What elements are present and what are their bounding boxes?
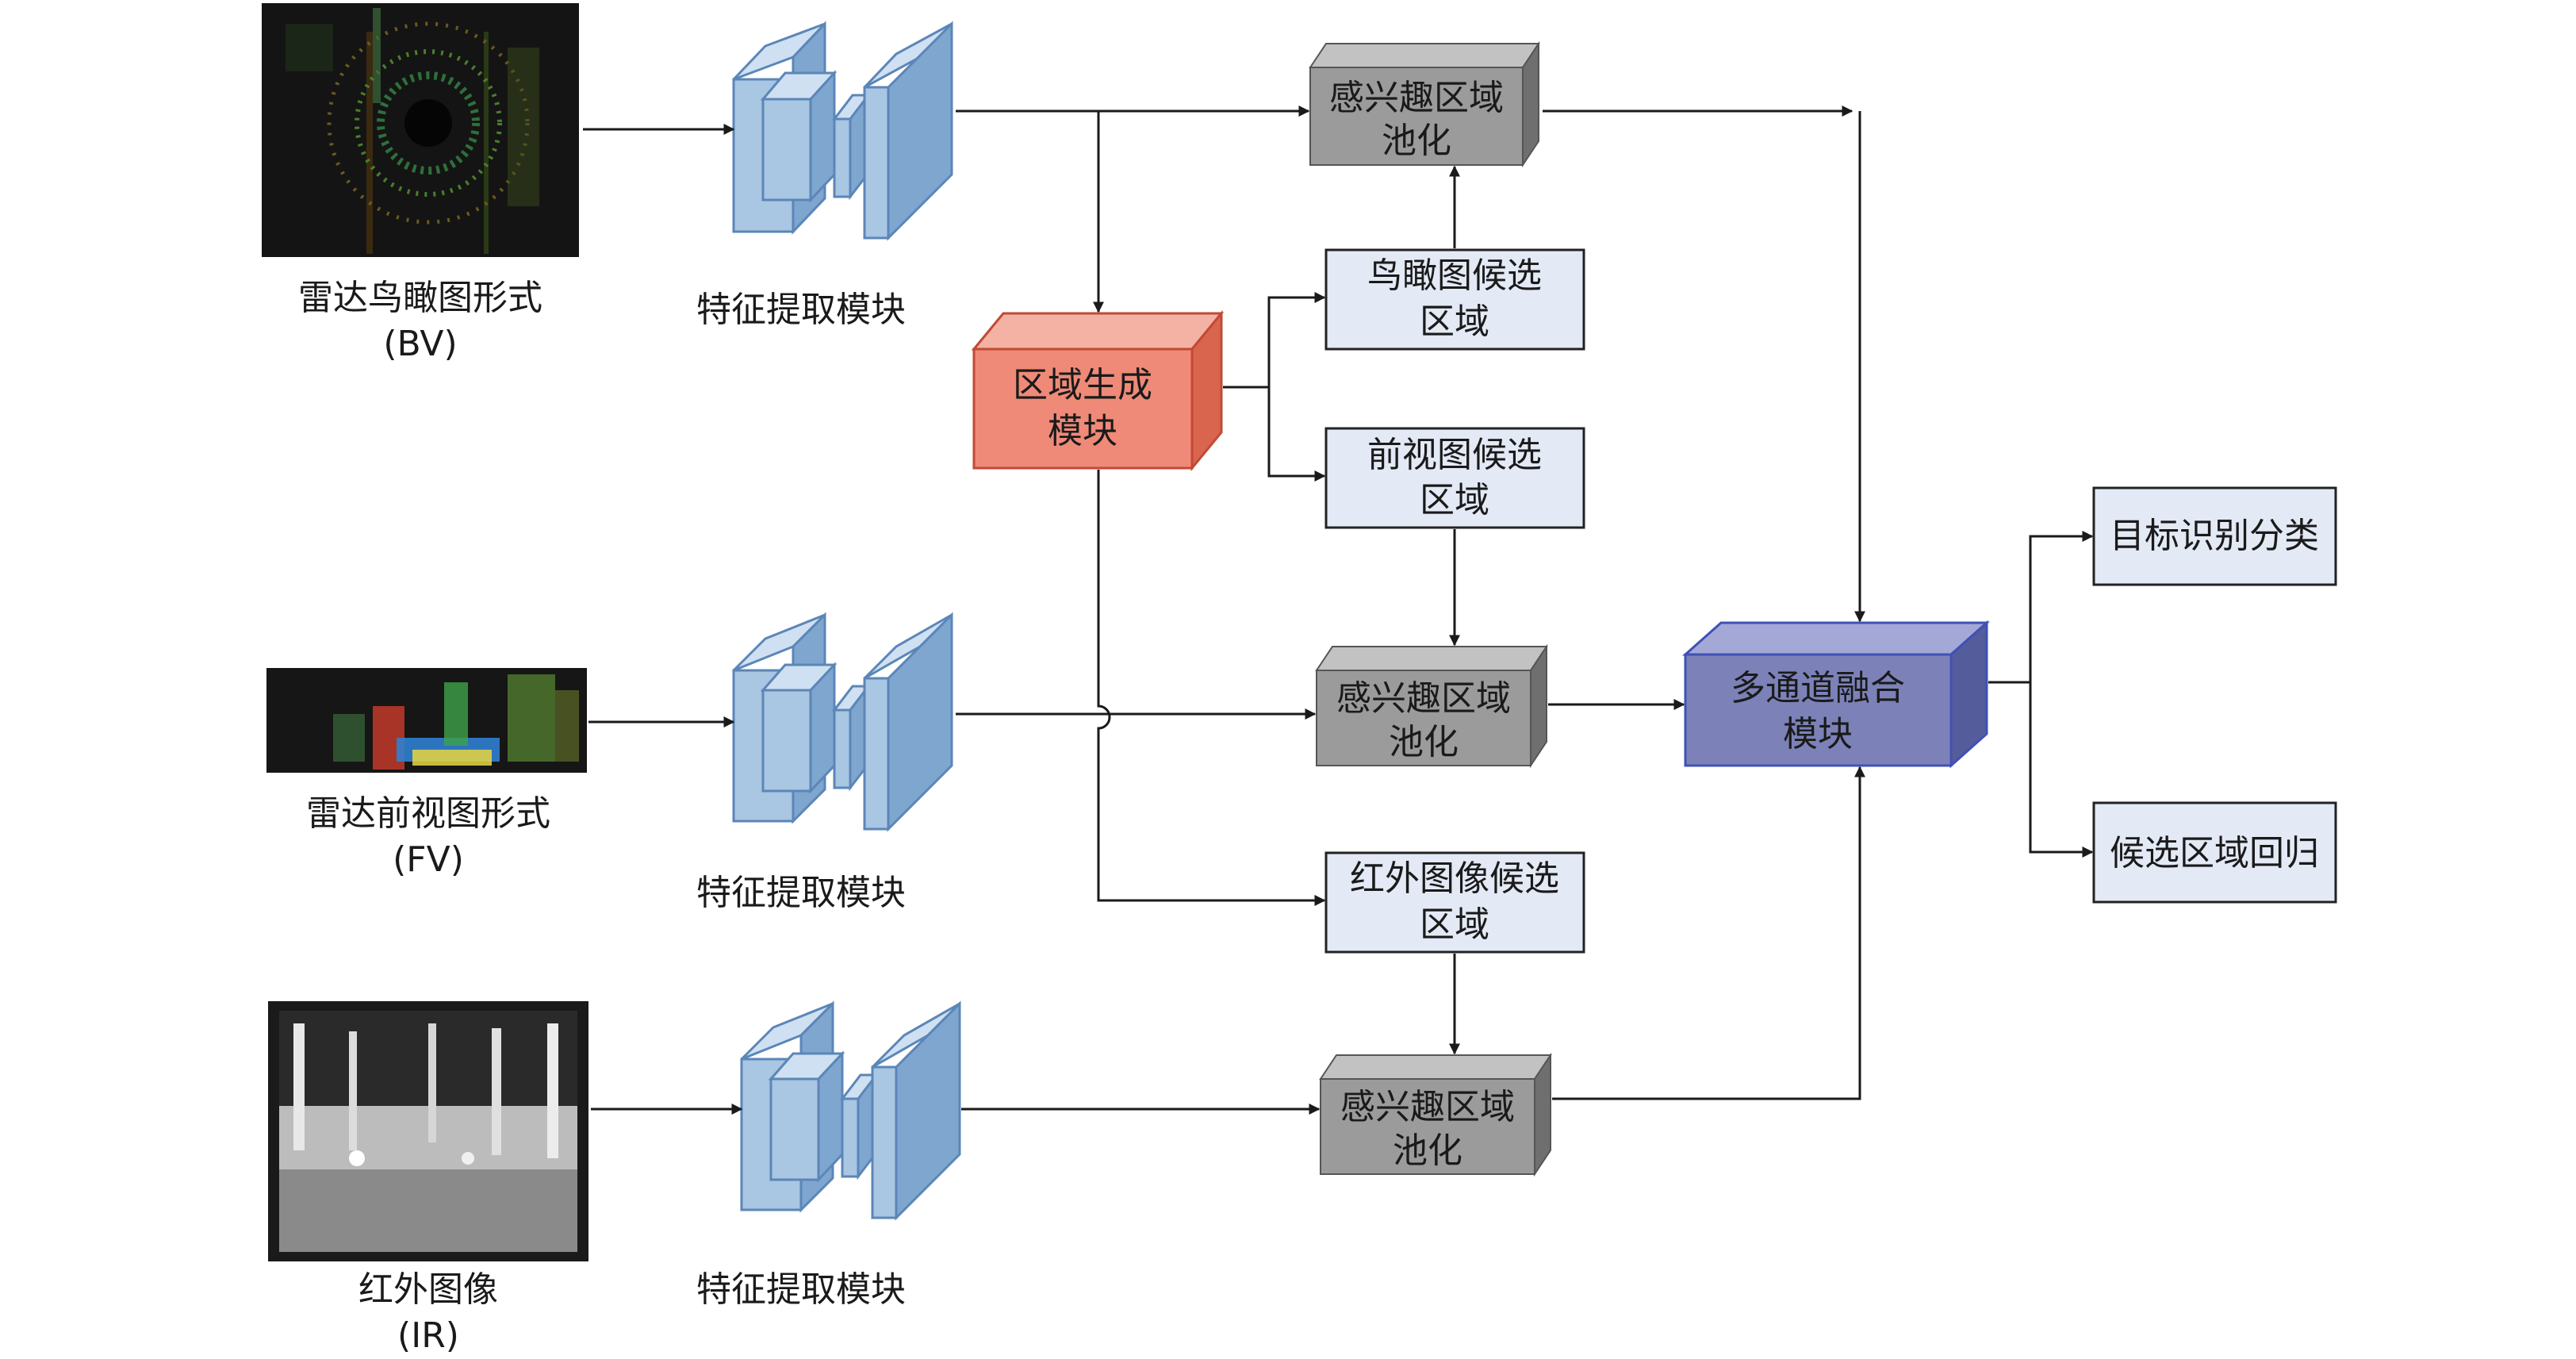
multichannel-fusion-module	[1682, 620, 1990, 769]
connectors	[583, 106, 2094, 1115]
bv-candidate-line2: 区域	[1420, 301, 1489, 342]
fv-feature-extraction-module	[732, 612, 953, 832]
ir-roi-line1: 感兴趣区域	[1340, 1087, 1515, 1127]
fv-candidate-line2: 区域	[1420, 480, 1489, 520]
regression-output-label: 候选区域回归	[2110, 833, 2319, 873]
ir-feature-extraction-module	[740, 1000, 961, 1221]
regression-output-box	[2092, 801, 2337, 904]
classification-output-box	[2092, 486, 2337, 586]
bv-feature-extraction-module	[732, 21, 953, 241]
fv-roi-line2: 池化	[1389, 722, 1459, 762]
bv-input-sub: (BV)	[383, 324, 457, 364]
region-gen-line1: 区域生成	[1013, 365, 1152, 405]
fusion-line2: 模块	[1783, 714, 1853, 754]
fv-candidate-line1: 前视图候选	[1367, 435, 1542, 475]
fv-roi-line1: 感兴趣区域	[1336, 678, 1511, 719]
fv-candidate-box	[1324, 427, 1585, 529]
region-gen-line2: 模块	[1048, 411, 1117, 451]
bv-candidate-box	[1324, 248, 1585, 351]
fusion-line1: 多通道融合	[1731, 668, 1905, 708]
bv-roi-pooling-box	[1309, 40, 1540, 168]
fv-feature-module-label: 特征提取模块	[696, 873, 906, 913]
ir-roi-line2: 池化	[1393, 1131, 1462, 1171]
fv-input-sub: (FV)	[393, 839, 464, 880]
ir-input-sub: (IR)	[397, 1315, 459, 1356]
fv-input-image	[266, 668, 587, 773]
ir-input-label: 红外图像	[358, 1269, 498, 1310]
bv-roi-line1: 感兴趣区域	[1329, 78, 1504, 118]
bv-candidate-line1: 鸟瞰图候选	[1367, 255, 1542, 296]
bv-roi-line2: 池化	[1382, 121, 1451, 161]
ir-input-image	[268, 1001, 588, 1261]
bv-input-label: 雷达鸟瞰图形式	[298, 278, 542, 318]
fv-input-label: 雷达前视图形式	[306, 793, 550, 834]
ir-candidate-line2: 区域	[1420, 904, 1489, 945]
bv-feature-module-label: 特征提取模块	[696, 290, 906, 330]
ir-candidate-box	[1324, 851, 1585, 954]
ir-roi-pooling-box	[1319, 1052, 1552, 1177]
fv-roi-pooling-box	[1315, 643, 1548, 769]
ir-candidate-line1: 红外图像候选	[1350, 858, 1559, 899]
ir-feature-module-label: 特征提取模块	[696, 1269, 906, 1310]
classification-output-label: 目标识别分类	[2110, 516, 2319, 556]
region-generation-module	[971, 309, 1225, 472]
bv-input-image	[262, 3, 579, 257]
